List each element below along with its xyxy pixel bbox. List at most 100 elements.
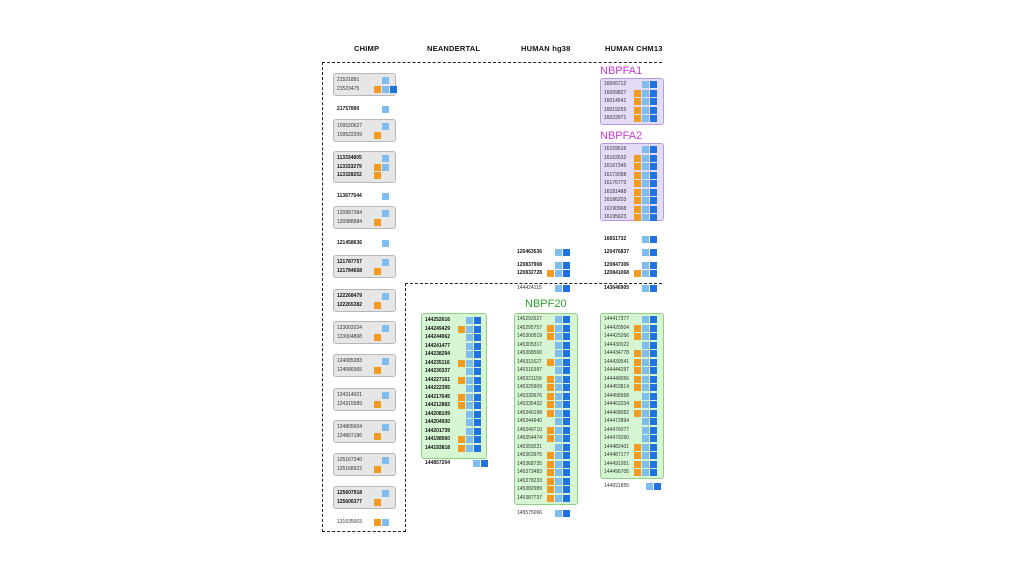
- orange-marker: [547, 494, 554, 502]
- dark-blue-marker: [650, 106, 657, 114]
- coordinate-label: 145359221: [517, 443, 543, 450]
- gene-copy-row: 109520627: [337, 122, 396, 131]
- coordinate-label: 123004808: [337, 333, 363, 340]
- coordinate-label: 144420504: [604, 324, 630, 331]
- dark-blue-marker: [650, 98, 657, 105]
- coordinate-label: 125606377: [337, 498, 363, 505]
- orange-marker: [547, 384, 554, 391]
- gene-copy-row: 144463334: [604, 400, 657, 409]
- gene-copy-row: 16195623: [604, 213, 657, 222]
- dark-blue-marker: [563, 443, 570, 451]
- dark-blue-marker: [650, 171, 657, 179]
- coordinate-label: 131635003: [337, 519, 363, 525]
- orange-marker: [634, 452, 641, 459]
- coordinate-label: 109522209: [337, 131, 363, 138]
- light-blue-marker: [466, 351, 473, 358]
- coordinate-label: 144424115: [517, 285, 542, 291]
- gene-copy-row: 125606377: [337, 498, 396, 507]
- dark-blue-marker: [563, 375, 570, 383]
- gene-copy-row: 16162632: [604, 154, 657, 163]
- coordinate-label: 123003224: [337, 325, 363, 331]
- label-nbpfa1: NBPFA1: [600, 65, 643, 77]
- orange-marker: [634, 375, 641, 383]
- orange-marker: [634, 333, 641, 340]
- orange-marker: [458, 444, 465, 452]
- gene-copy-row: 145378233: [517, 477, 570, 486]
- header-human-hg38: HUMAN hg38: [521, 44, 571, 53]
- coordinate-label: 144417377: [604, 316, 630, 322]
- light-blue-marker: [382, 123, 389, 130]
- coordinate-label: 144244062: [425, 334, 451, 340]
- gene-copy-row: 124086965: [337, 366, 396, 375]
- gene-copy-row: 120837908: [517, 261, 570, 270]
- coordinate-label: 144249429: [425, 325, 451, 332]
- light-blue-marker: [466, 393, 473, 401]
- coordinate-label: 16014541: [604, 98, 627, 104]
- dark-blue-marker: [650, 205, 657, 213]
- gene-copy-row: 16651732: [604, 235, 657, 244]
- coordinate-label: 144201739: [425, 427, 451, 434]
- light-blue-marker: [555, 460, 562, 468]
- gene-copy-row: 124085383: [337, 357, 396, 366]
- dark-blue-marker: [650, 285, 657, 292]
- dark-blue-marker: [650, 316, 657, 323]
- coordinate-label: 145387737: [517, 494, 543, 501]
- coordinate-label: 145363975: [517, 452, 543, 458]
- light-blue-marker: [466, 427, 473, 435]
- dark-blue-marker: [650, 384, 657, 391]
- coordinate-label: 144204930: [425, 419, 451, 425]
- dark-blue-marker: [563, 262, 570, 269]
- gene-copy-row: 144204930: [425, 418, 481, 427]
- light-blue-marker: [382, 155, 389, 162]
- dark-blue-marker: [650, 350, 657, 357]
- coordinate-label: 145373483: [517, 469, 543, 475]
- dark-blue-marker: [650, 163, 657, 170]
- dark-blue-marker: [650, 358, 657, 366]
- dark-blue-marker: [650, 197, 657, 204]
- coordinate-label: 144238294: [425, 351, 451, 357]
- coordinate-label: 144217645: [425, 393, 451, 400]
- dark-blue-marker: [481, 460, 488, 467]
- coordinate-label: 16195623: [604, 214, 627, 220]
- light-blue-marker: [382, 85, 389, 93]
- coordinate-label: 21521891: [337, 77, 360, 83]
- dark-blue-marker: [563, 316, 570, 323]
- light-blue-marker: [642, 197, 649, 204]
- gene-copy-row: 125607918: [337, 489, 396, 498]
- orange-marker: [458, 376, 465, 384]
- coordinate-label: 121787757: [337, 259, 363, 265]
- gene-copy-row: 121784658: [337, 267, 396, 276]
- light-blue-marker: [466, 359, 473, 367]
- coordinate-label: 145300519: [517, 333, 543, 339]
- coordinate-label: 125607918: [337, 490, 363, 496]
- orange-marker: [634, 188, 641, 196]
- light-blue-marker: [642, 401, 649, 408]
- light-blue-marker: [382, 293, 389, 300]
- dark-blue-marker: [650, 89, 657, 97]
- coordinate-label: 144193818: [425, 444, 451, 451]
- coordinate-label: 125168922: [337, 465, 363, 472]
- coordinate-label: 144198560: [425, 436, 451, 442]
- dark-blue-marker: [474, 410, 481, 418]
- coordinate-label: 145349710: [517, 426, 543, 433]
- gene-copy-row: 144468082: [604, 409, 657, 418]
- light-blue-marker: [555, 494, 562, 502]
- light-blue-marker: [642, 106, 649, 114]
- gene-copy-row: 113333279: [337, 163, 396, 172]
- gene-copy-row: 145354474: [517, 434, 570, 443]
- light-blue-marker: [466, 317, 473, 324]
- light-blue-marker: [466, 402, 473, 409]
- dark-blue-marker: [474, 351, 481, 358]
- gene-copy-row: 145387737: [517, 494, 570, 503]
- coordinate-label: 145368735: [517, 460, 543, 467]
- coordinate-label: 120847306: [604, 262, 630, 268]
- coordinate-label: 124086965: [337, 366, 363, 373]
- gene-copy-row: 125168922: [337, 465, 396, 474]
- light-blue-marker: [555, 426, 562, 434]
- dark-blue-marker: [650, 81, 657, 88]
- gene-copy-row: 144227161: [425, 376, 481, 385]
- gene-copy-row: 144230337: [425, 367, 481, 376]
- gene-copy-row: 145311627: [517, 358, 570, 367]
- coordinate-label: 145325909: [517, 384, 543, 390]
- dark-blue-marker: [563, 249, 570, 256]
